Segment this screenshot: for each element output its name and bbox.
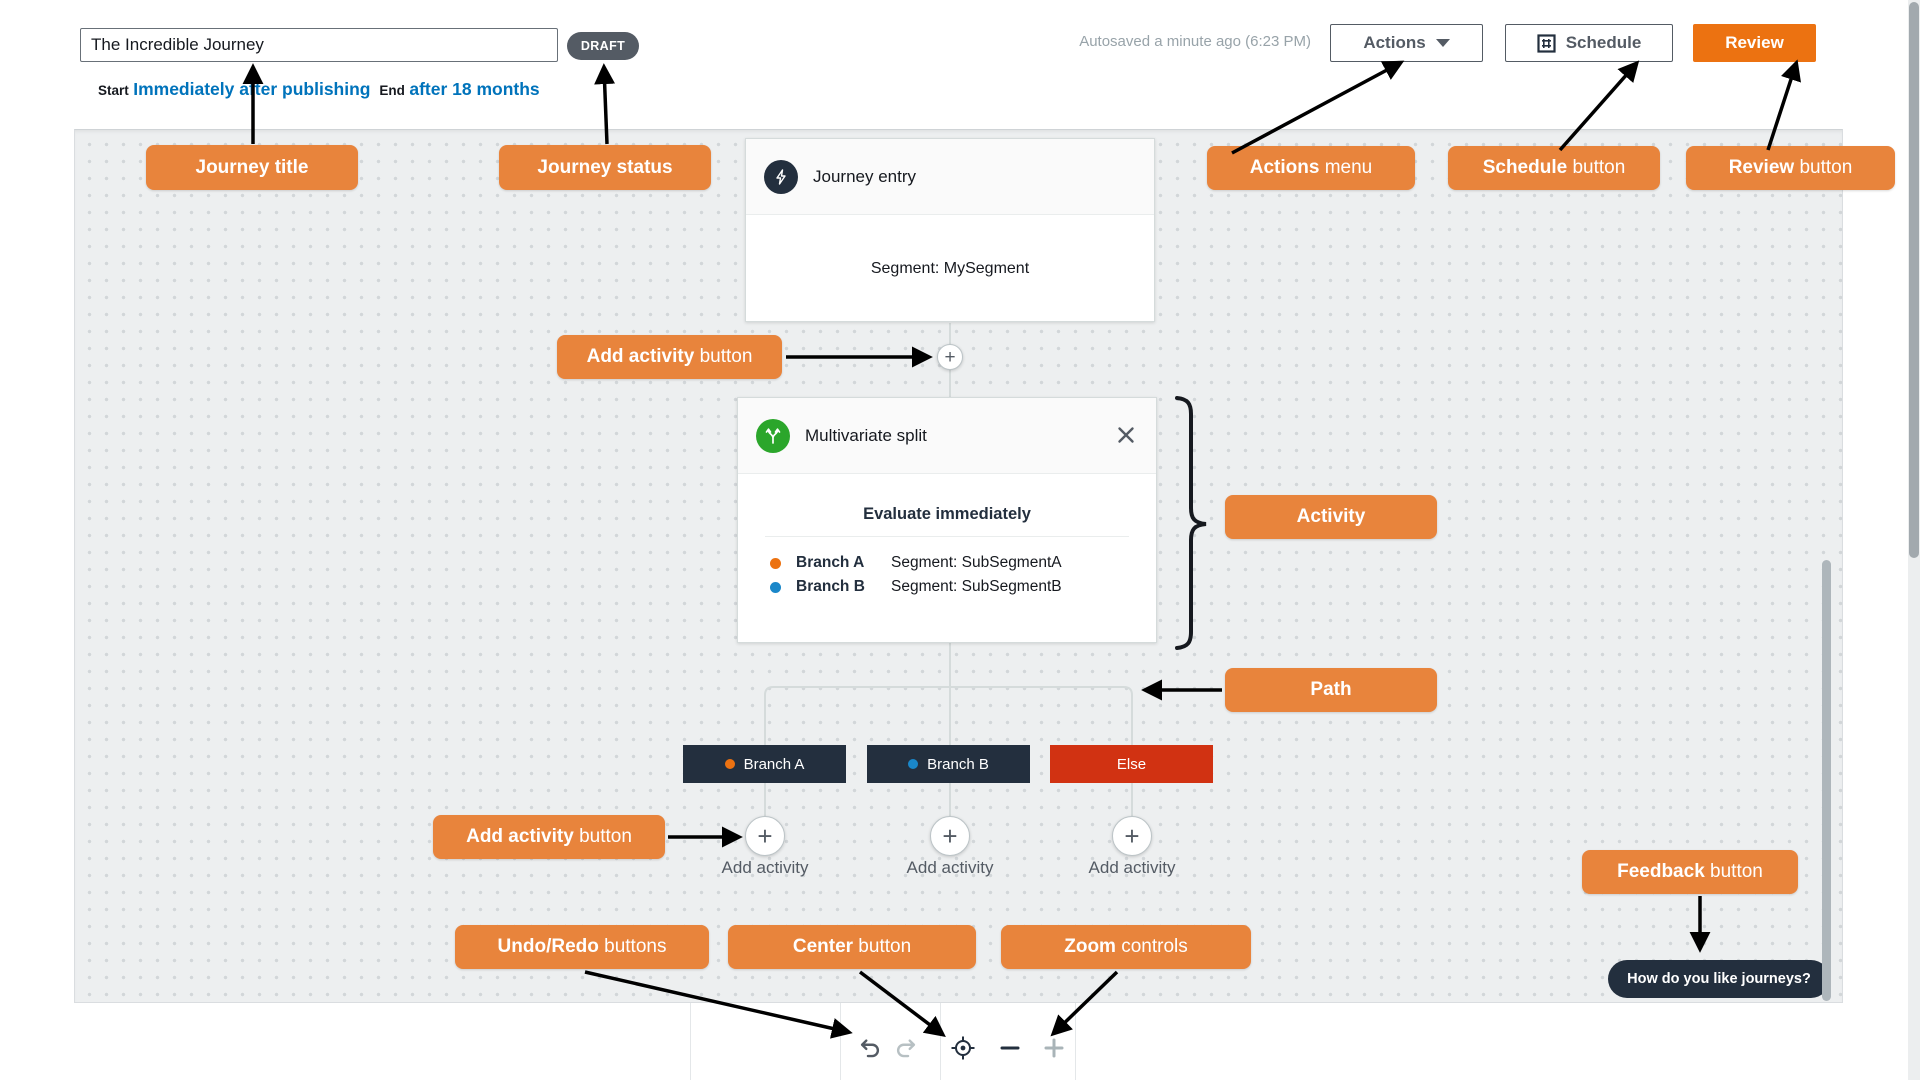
actions-button-label: Actions [1363,33,1426,52]
callout-actions-menu: Actions menu [1207,146,1415,190]
branch-a-row: Branch A Segment: SubSegmentA [738,551,1156,575]
schedule-button[interactable]: Schedule [1505,24,1673,62]
branch-a-label-text: Branch A [743,755,805,773]
callout-add-activity-bottom: Add activity button [433,815,665,859]
callout-review-button: Review button [1686,146,1895,190]
branch-b-path-label: Branch B [867,745,1030,783]
branch-a-name: Branch A [796,554,865,571]
review-button-label: Review [1725,33,1784,52]
add-activity-label: Add activity [1088,858,1176,877]
branch-a-dot-icon [724,759,735,769]
branch-b-dot-icon [770,581,781,593]
callout-journey-title: Journey title [146,145,358,190]
callout-add-activity-top: Add activity button [557,335,782,379]
journey-schedule-summary: Start Immediately after publishing End a… [98,79,540,99]
center-view-button[interactable] [945,1030,981,1066]
toolbar-divider [940,1003,941,1080]
schedule-button-label: Schedule [1565,33,1642,52]
zoom-in-button[interactable] [1036,1030,1072,1066]
caret-down-icon [1435,39,1450,47]
branch-b-dot-icon [908,759,919,769]
journey-entry-card[interactable]: Journey entry Segment: MySegment [745,138,1155,322]
redo-button[interactable] [889,1030,925,1066]
page-scrollbar-thumb[interactable] [1909,2,1919,558]
end-label: End [379,83,405,98]
divider [765,536,1129,537]
redo-arrow-icon [897,1039,916,1058]
add-activity-label: Add activity [906,858,994,877]
toolbar-divider [840,1003,841,1080]
start-label: Start [98,83,129,98]
minus-icon [1000,1046,1020,1050]
lightning-bolt-icon [764,159,798,194]
start-condition-link[interactable]: Immediately after publishing [133,79,371,99]
undo-arrow-icon [860,1039,879,1058]
add-activity-button-branch-b[interactable]: + [930,816,970,856]
callout-center-button: Center button [728,925,976,969]
feedback-button[interactable]: How do you like journeys? [1608,960,1830,998]
zoom-out-button[interactable] [992,1030,1028,1066]
calendar-grid-icon [1537,33,1556,53]
canvas-scrollbar[interactable] [1822,560,1831,1001]
add-activity-button-else[interactable]: + [1112,816,1152,856]
branch-split-icon [756,418,790,453]
callout-zoom-controls: Zoom controls [1001,925,1251,969]
branch-b-name: Branch B [796,578,865,595]
journey-entry-header: Journey entry [746,139,1154,215]
split-card-title: Multivariate split [805,425,927,445]
else-path-label: Else [1050,745,1213,783]
callout-undo-redo-buttons: Undo/Redo buttons [455,925,709,969]
branch-b-row: Branch B Segment: SubSegmentB [738,575,1156,599]
evaluate-immediately-text: Evaluate immediately [863,505,1031,523]
callout-activity: Activity [1225,495,1437,539]
journey-status-badge: DRAFT [567,32,639,60]
add-activity-label: Add activity [721,858,809,877]
callout-journey-status: Journey status [499,145,711,190]
end-condition-link[interactable]: after 18 months [409,79,540,99]
branch-b-segment: Segment: SubSegmentB [891,578,1062,595]
branch-a-dot-icon [770,557,781,569]
else-label-text: Else [1116,755,1147,773]
callout-feedback-button: Feedback button [1582,850,1798,894]
add-activity-button-top[interactable]: + [937,344,963,370]
autosave-status: Autosaved a minute ago (6:23 PM) [1079,33,1311,50]
entry-card-title: Journey entry [813,166,916,186]
split-card-header: Multivariate split [738,398,1156,474]
callout-path: Path [1225,668,1437,712]
multivariate-split-card[interactable]: Multivariate split Evaluate immediately … [737,397,1157,643]
review-button[interactable]: Review [1693,24,1816,62]
branch-a-segment: Segment: SubSegmentA [891,554,1062,571]
journey-title-input[interactable] [80,28,558,62]
callout-schedule-button: Schedule button [1448,146,1660,190]
branch-a-path-label: Branch A [683,745,846,783]
actions-menu-button[interactable]: Actions [1330,24,1483,62]
undo-button[interactable] [851,1030,887,1066]
add-activity-button-branch-a[interactable]: + [745,816,785,856]
crosshair-icon [951,1036,975,1060]
toolbar-divider [1075,1003,1076,1080]
branch-b-label-text: Branch B [927,755,989,773]
toolbar-divider [690,1003,691,1080]
entry-segment-text[interactable]: Segment: MySegment [870,259,1030,277]
plus-icon [1044,1038,1064,1058]
close-icon[interactable] [1110,419,1142,451]
